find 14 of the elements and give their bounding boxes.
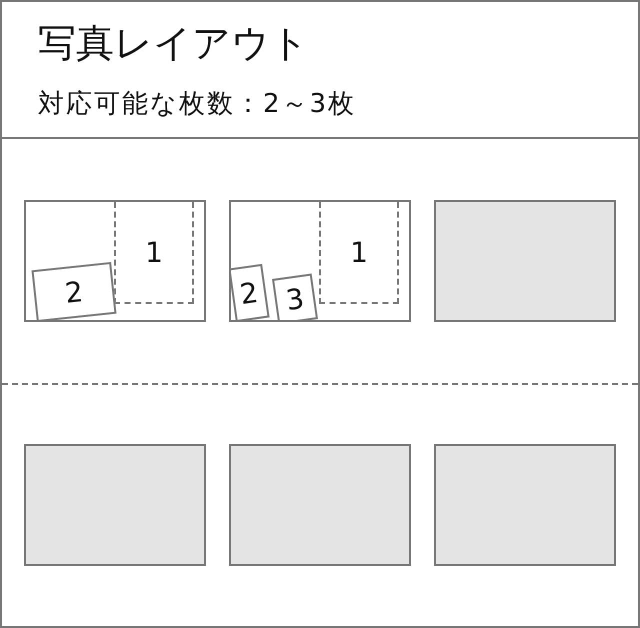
subtitle: 対応可能な枚数：2～3枚 [38,88,356,121]
title: 写真レイアウト [38,20,309,67]
photo-number: 1 [145,236,163,268]
empty-photo-slot [24,444,206,566]
photo-number: 1 [350,236,368,268]
photo-frame [229,200,411,322]
empty-photo-slot [434,444,616,566]
photo-frame [24,200,206,322]
empty-photo-slot [229,444,411,566]
empty-photo-slot [434,200,616,322]
photo-card: 2 [32,262,116,320]
photo-card: 2 [231,264,270,320]
dashed-photo-area [319,202,399,304]
photo-card: 3 [272,273,318,320]
